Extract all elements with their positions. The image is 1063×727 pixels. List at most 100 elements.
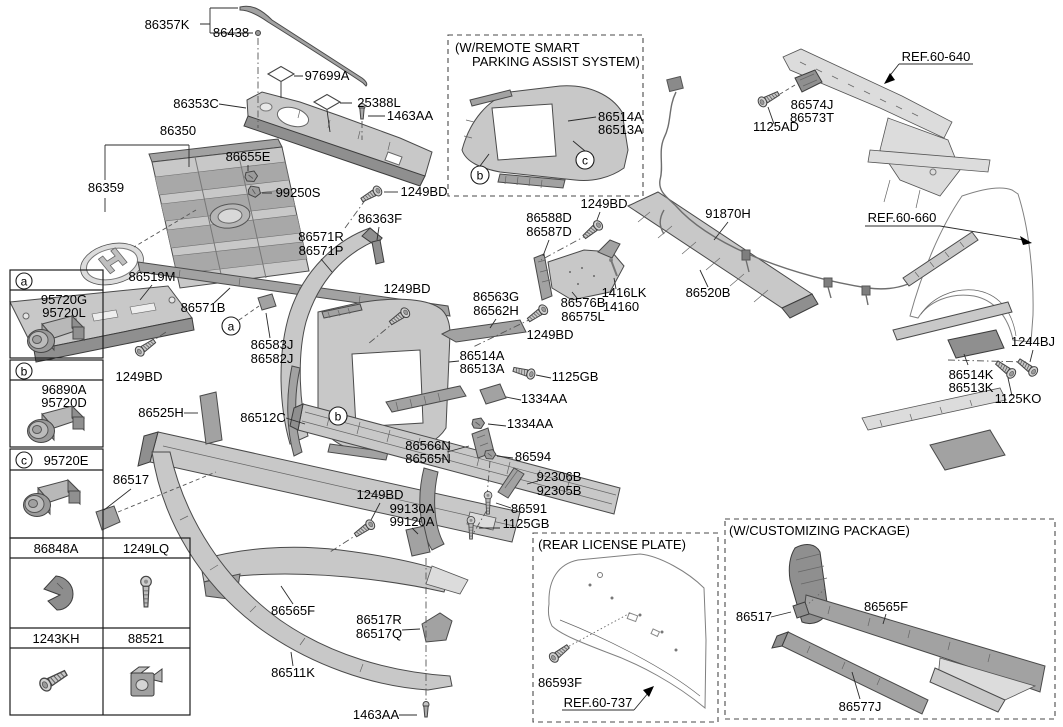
part-label-86513K[interactable]: 86513K [949,380,994,395]
part-86574J [794,69,823,93]
part-label-86571P[interactable]: 86571P [299,243,344,258]
part-86517R [421,612,453,643]
part-label-86357K[interactable]: 86357K [145,17,190,32]
part-label-86565F[interactable]: 86565F [271,603,315,618]
part-label-96890A[interactable]: 96890A [42,382,87,397]
part-label-86593F[interactable]: 86593F [538,675,582,690]
part-label-1249LQ[interactable]: 1249LQ [123,541,169,556]
part-label-86574J[interactable]: 86574J [791,97,834,112]
part-label-86587D[interactable]: 86587D [526,224,572,239]
part-label-86525H[interactable]: 86525H [138,405,184,420]
part-label-95720E[interactable]: 95720E [44,453,89,468]
callout-b-legend: b [21,365,28,379]
part-label-95720G[interactable]: 95720G [41,292,87,307]
part-label-95720L[interactable]: 95720L [42,305,85,320]
part-label-99120A[interactable]: 99120A [390,514,435,529]
part-label-97699A[interactable]: 97699A [305,68,350,83]
part-label-86514A-inset[interactable]: 86514A [598,109,643,124]
callout-b-main: b [335,410,342,424]
part-label-1249BD-6[interactable]: 1249BD [357,487,404,502]
part-label-86359[interactable]: 86359 [88,180,124,195]
part-label-1125GB-2[interactable]: 1125GB [503,516,550,531]
part-label-92305B[interactable]: 92305B [537,483,582,498]
ref-label-60-737[interactable]: REF.60-737 [564,695,633,710]
part-label-1249BD-4[interactable]: 1249BD [384,281,431,296]
part-label-88521[interactable]: 88521 [128,631,164,646]
part-label-99130A[interactable]: 99130A [390,501,435,516]
inset-customizing-package: (W/CUSTOMIZING PACKAGE) 86517 86565F 865… [724,518,1056,720]
part-label-86511K[interactable]: 86511K [271,665,315,680]
screw-1249BD-icon [580,218,605,242]
part-label-1249BD-5[interactable]: 1249BD [527,327,574,342]
part-label-86517[interactable]: 86517 [113,472,149,487]
part-label-86588D[interactable]: 86588D [526,210,572,225]
part-label-86517R[interactable]: 86517R [356,612,402,627]
part-label-86513A-inset[interactable]: 86513A [598,122,643,137]
part-label-95720D[interactable]: 95720D [41,395,87,410]
part-label-14160[interactable]: 14160 [603,299,639,314]
part-label-86565F-inset[interactable]: 86565F [864,599,908,614]
part-label-1334AA-2[interactable]: 1334AA [507,416,554,431]
part-label-86514A[interactable]: 86514A [460,348,505,363]
part-label-1249BD-3[interactable]: 1249BD [116,369,163,384]
part-label-86350[interactable]: 86350 [160,123,196,138]
part-label-91870H[interactable]: 91870H [705,206,751,221]
part-label-86513A[interactable]: 86513A [460,361,505,376]
part-label-86520B[interactable]: 86520B [686,285,731,300]
part-label-86563G[interactable]: 86563G [473,289,519,304]
inset-license-panel-art [547,553,707,710]
part-label-1249BD-2[interactable]: 1249BD [581,196,628,211]
part-label-1463AA-2[interactable]: 1463AA [353,707,400,722]
ref-label-60-660[interactable]: REF.60-660 [868,210,937,225]
part-label-86583J[interactable]: 86583J [251,337,294,352]
part-label-86517-inset[interactable]: 86517 [736,609,772,624]
part-label-86575L[interactable]: 86575L [561,309,604,324]
part-label-86517Q[interactable]: 86517Q [356,626,402,641]
part-label-86566N[interactable]: 86566N [405,438,451,453]
part-label-1249BD-1[interactable]: 1249BD [401,184,448,199]
part-label-86594[interactable]: 86594 [515,449,551,464]
part-label-86353C[interactable]: 86353C [173,96,219,111]
inset-rear-license-plate: (REAR LICENSE PLATE) 86593F REF.60-737 [532,532,719,723]
part-label-86576B[interactable]: 86576B [561,295,606,310]
part-label-1244BJ[interactable]: 1244BJ [1011,334,1055,349]
part-label-1125AD[interactable]: 1125AD [753,119,799,134]
part-label-86573T[interactable]: 86573T [790,110,834,125]
part-bumper-side-cover [317,298,467,461]
ref-label-60-640[interactable]: REF.60-640 [902,49,971,64]
inset-license-title: (REAR LICENSE PLATE) [538,537,686,552]
sensor-b-icon [27,405,85,443]
part-86576B [547,239,625,301]
part-label-86577J[interactable]: 86577J [839,699,882,714]
part-label-99250S[interactable]: 99250S [276,185,321,200]
part-label-86848A[interactable]: 86848A [34,541,79,556]
part-label-86571B[interactable]: 86571B [181,300,226,315]
part-label-86562H[interactable]: 86562H [473,303,519,318]
part-label-86512C[interactable]: 86512C [240,410,286,425]
part-86563G [440,319,527,343]
part-label-86571R[interactable]: 86571R [298,229,344,244]
part-label-86655E[interactable]: 86655E [226,149,271,164]
part-hood-strip [239,5,368,87]
part-label-1463AA-1[interactable]: 1463AA [387,108,434,123]
part-label-1125GB-1[interactable]: 1125GB [552,369,599,384]
part-label-86514K[interactable]: 86514K [949,367,994,382]
part-label-92306B[interactable]: 92306B [537,469,582,484]
part-label-1334AA-1[interactable]: 1334AA [521,391,568,406]
part-label-86363F[interactable]: 86363F [358,211,402,226]
part-86517-clip [95,505,121,531]
part-label-86582J[interactable]: 86582J [251,351,294,366]
main-diagram-artwork [9,5,1034,691]
part-label-1416LK[interactable]: 1416LK [602,285,647,300]
callout-a-legend: a [21,275,28,289]
part-label-1243KH[interactable]: 1243KH [33,631,80,646]
callout-c-inset: c [582,154,588,168]
tape-97699A-icon [267,65,295,83]
part-label-86519M[interactable]: 86519M [129,269,176,284]
part-label-1125KO[interactable]: 1125KO [995,391,1042,406]
part-label-25388L[interactable]: 25388L [357,95,400,110]
part-label-86438[interactable]: 86438 [213,25,249,40]
part-label-86565N[interactable]: 86565N [405,451,451,466]
part-label-86591[interactable]: 86591 [511,501,547,516]
